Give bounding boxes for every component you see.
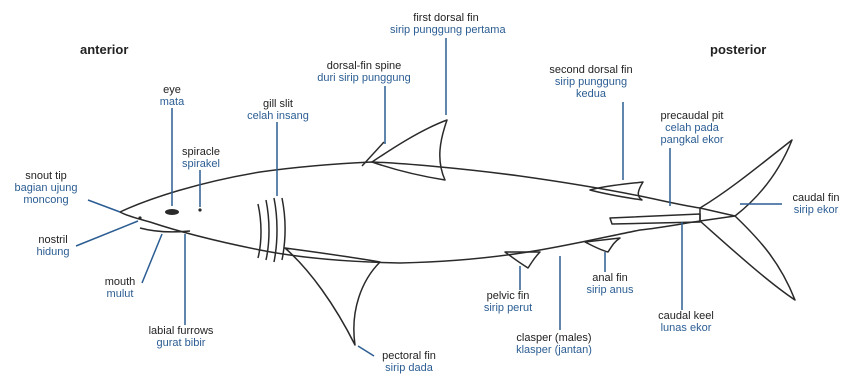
eye-shape: [165, 209, 179, 215]
precaudal-pit-id: celah pada: [646, 122, 738, 134]
clasper-en: clasper (males): [506, 332, 602, 344]
snout-tip-en: snout tip: [6, 170, 86, 182]
nostril-id: hidung: [28, 246, 78, 258]
dorsal-fin-spine-label: dorsal-fin spine duri sirip punggung: [300, 60, 428, 84]
mouth-label: mouth mulut: [96, 276, 144, 300]
posterior-label: posterior: [710, 42, 766, 57]
labial-furrows-label: labial furrows gurat bibir: [138, 325, 224, 349]
caudal-fin-en: caudal fin: [784, 192, 848, 204]
snout-tip-label: snout tip bagian ujung moncong: [6, 170, 86, 206]
caudal-fin-id: sirip ekor: [784, 204, 848, 216]
anal-fin-id: sirip anus: [578, 284, 642, 296]
second-dorsal-fin-id2: kedua: [540, 88, 642, 100]
anal-fin-label: anal fin sirip anus: [578, 272, 642, 296]
labial-furrows-en: labial furrows: [138, 325, 224, 337]
pelvic-fin-en: pelvic fin: [468, 290, 548, 302]
labial-furrows-id: gurat bibir: [138, 337, 224, 349]
clasper-id: klasper (jantan): [506, 344, 602, 356]
precaudal-pit-en: precaudal pit: [646, 110, 738, 122]
clasper-label: clasper (males) klasper (jantan): [506, 332, 602, 356]
caudal-keel-shape: [610, 214, 700, 224]
leader-mouth: [142, 234, 162, 283]
nostril-en: nostril: [28, 234, 78, 246]
first-dorsal-fin-en: first dorsal fin: [390, 12, 502, 24]
first-dorsal-fin-label: first dorsal fin sirip punggung pertama: [390, 12, 502, 36]
caudal-keel-label: caudal keel lunas ekor: [652, 310, 720, 334]
mouth-line: [140, 228, 190, 232]
mouth-en: mouth: [96, 276, 144, 288]
dorsal-fin-spine-en: dorsal-fin spine: [300, 60, 428, 72]
precaudal-pit-label: precaudal pit celah pada pangkal ekor: [646, 110, 738, 146]
spiracle-id: spirakel: [176, 158, 226, 170]
caudal-fin-label: caudal fin sirip ekor: [784, 192, 848, 216]
first-dorsal-fin-id: sirip punggung pertama: [390, 24, 502, 36]
nostril-label: nostril hidung: [28, 234, 78, 258]
anal-fin-en: anal fin: [578, 272, 642, 284]
anterior-label: anterior: [80, 42, 128, 57]
caudal-keel-en: caudal keel: [652, 310, 720, 322]
second-dorsal-fin-id: sirip punggung: [540, 76, 642, 88]
snout-tip-id: bagian ujung: [6, 182, 86, 194]
caudal-keel-id: lunas ekor: [652, 322, 720, 334]
gill-slit-en: gill slit: [236, 98, 320, 110]
gill-slit-label: gill slit celah insang: [236, 98, 320, 122]
pelvic-fin-label: pelvic fin sirip perut: [468, 290, 548, 314]
caudal-fin-shape: [700, 140, 795, 300]
eye-label: eye mata: [152, 84, 192, 108]
leader-nostril: [76, 221, 138, 246]
mouth-id: mulut: [96, 288, 144, 300]
gill-slit-id: celah insang: [236, 110, 320, 122]
precaudal-pit-id2: pangkal ekor: [646, 134, 738, 146]
nostril-dot: [138, 216, 141, 219]
dorsal-fin-spine-id: duri sirip punggung: [300, 72, 428, 84]
pelvic-fin-id: sirip perut: [468, 302, 548, 314]
pectoral-fin-id: sirip dada: [372, 362, 446, 374]
eye-id: mata: [152, 96, 192, 108]
first-dorsal-fin-shape: [372, 120, 447, 180]
leader-snout-tip: [88, 200, 120, 212]
snout-tip-id2: moncong: [6, 194, 86, 206]
pectoral-fin-en: pectoral fin: [372, 350, 446, 362]
spiracle-label: spiracle spirakel: [176, 146, 226, 170]
spiracle-en: spiracle: [176, 146, 226, 158]
pectoral-fin-label: pectoral fin sirip dada: [372, 350, 446, 374]
second-dorsal-fin-label: second dorsal fin sirip punggung kedua: [540, 64, 642, 100]
second-dorsal-fin-en: second dorsal fin: [540, 64, 642, 76]
spiracle-dot: [198, 208, 201, 211]
eye-en: eye: [152, 84, 192, 96]
